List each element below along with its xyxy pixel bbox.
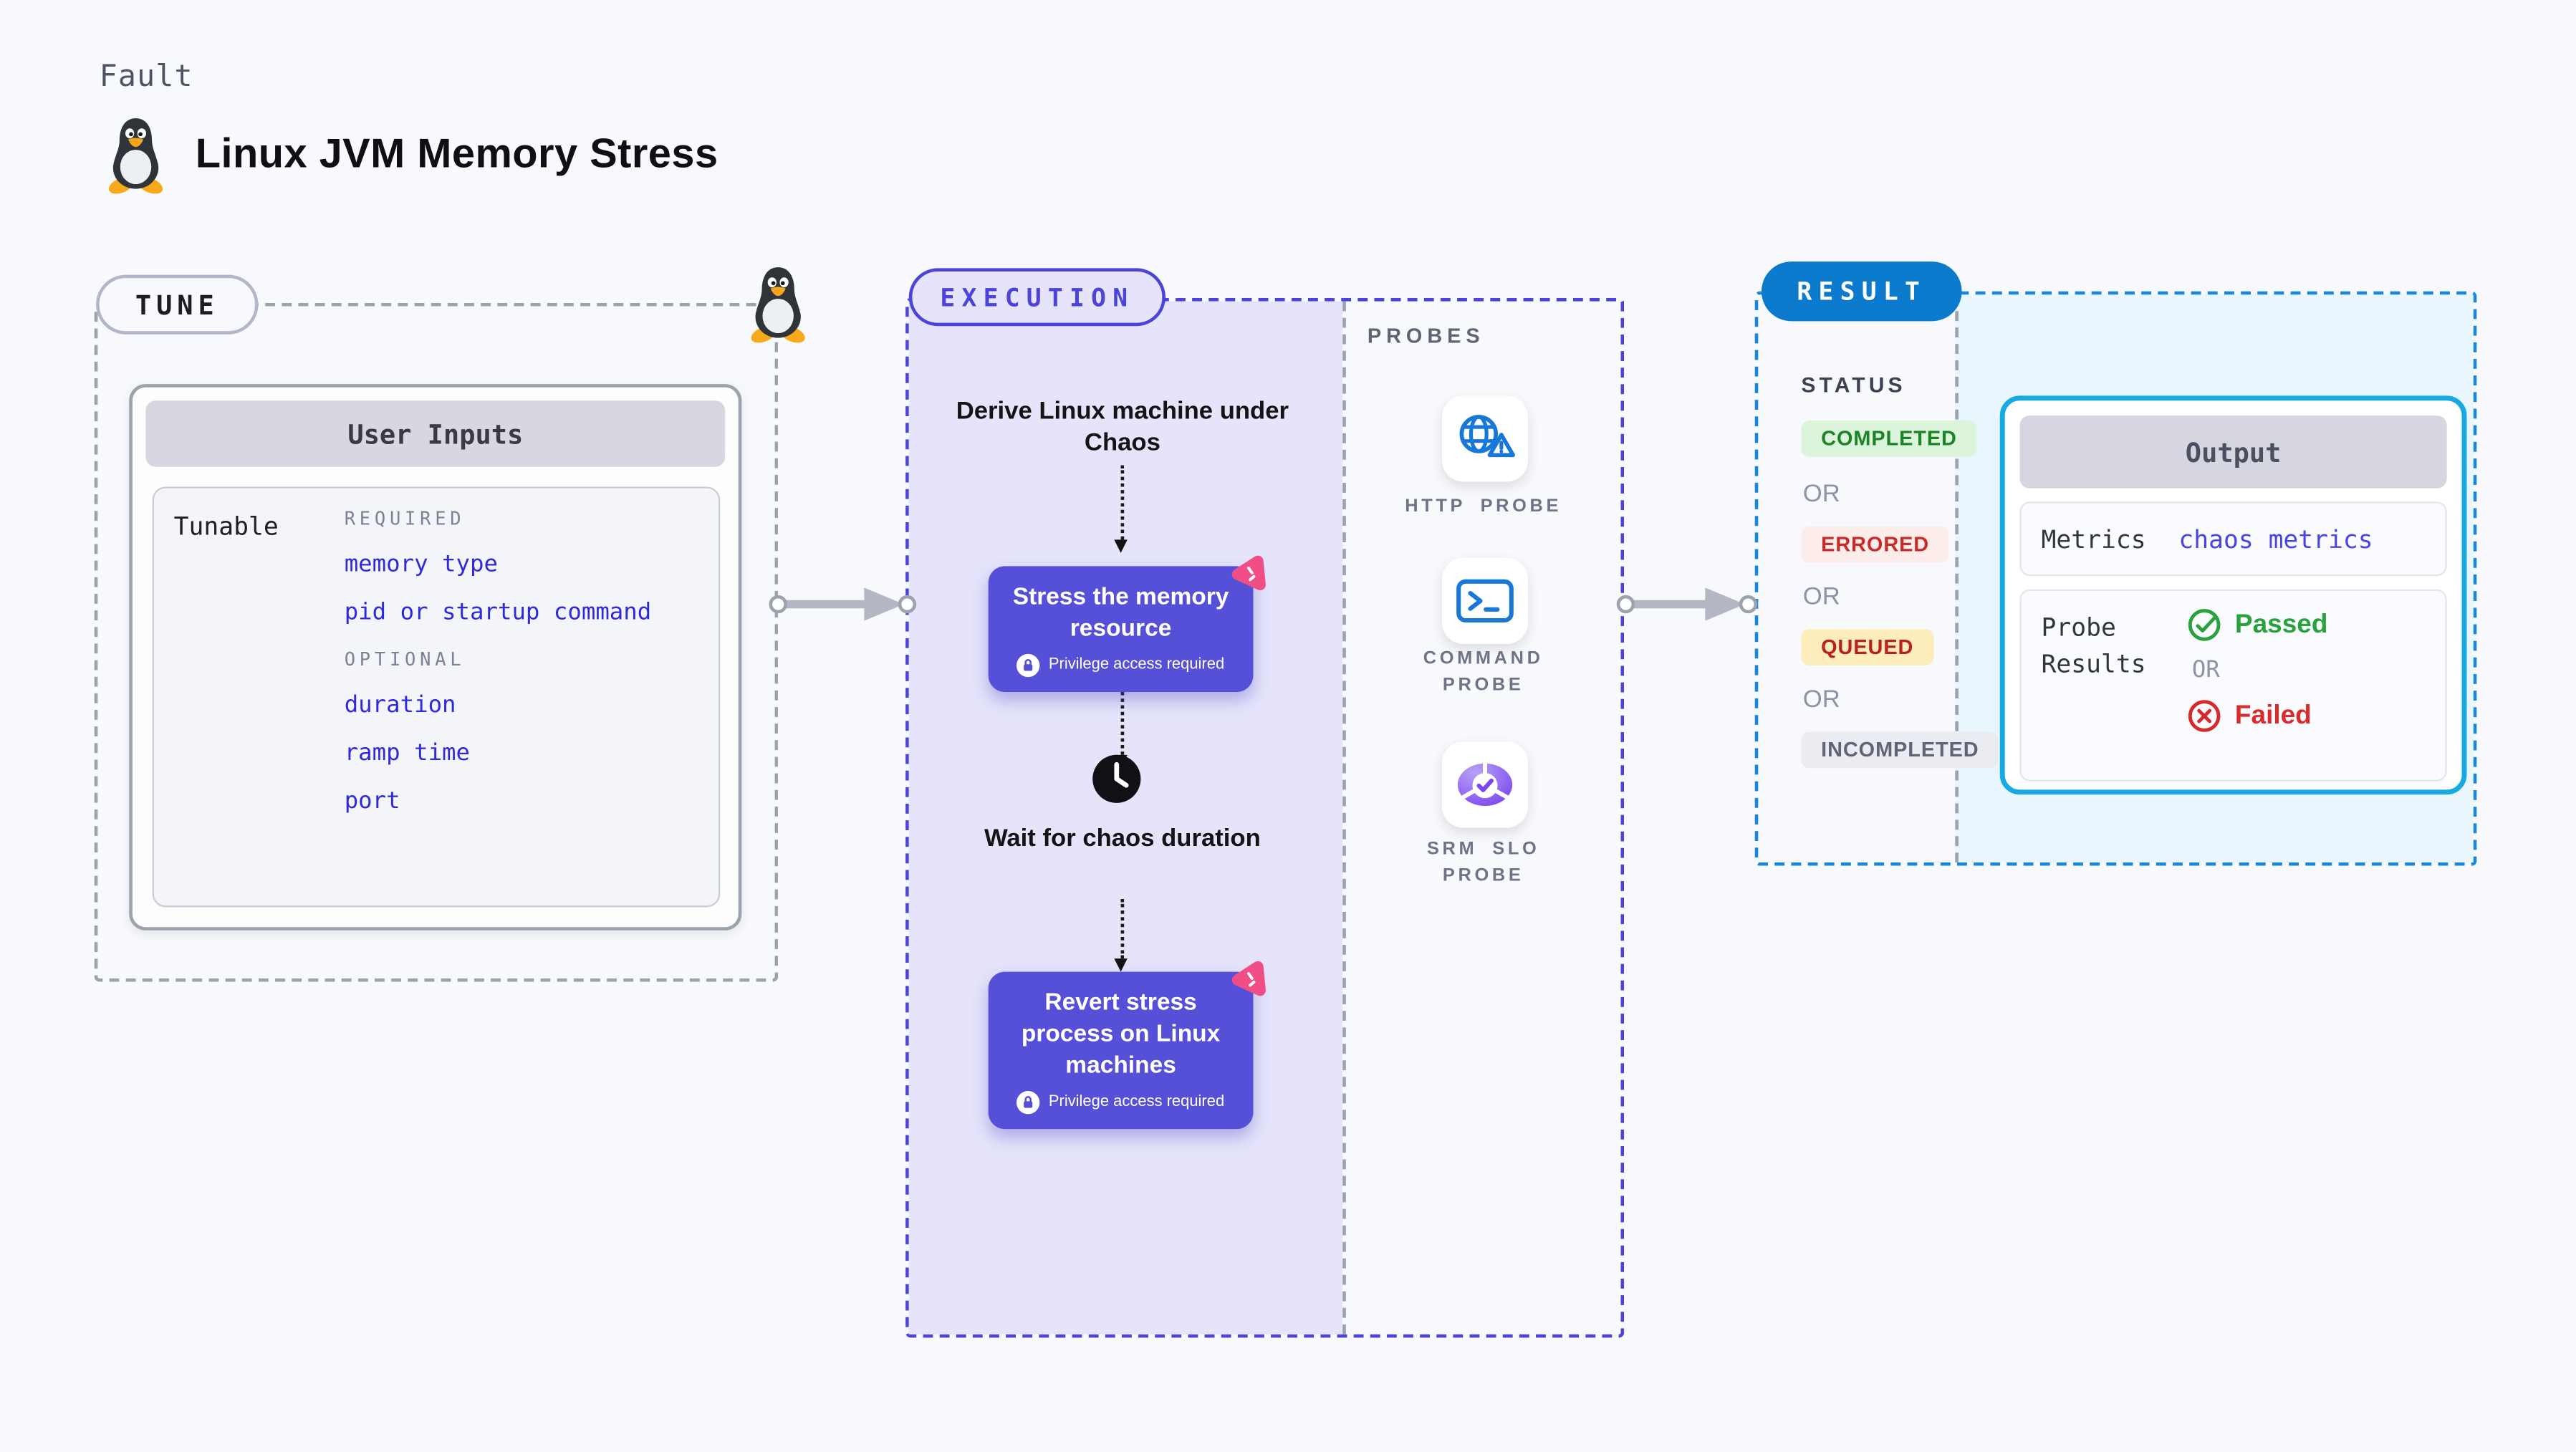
privilege-note-row: Privilege access required [989, 653, 1254, 677]
failed-text: Failed [2234, 701, 2312, 730]
step-wait-duration: Wait for chaos duration [984, 824, 1261, 853]
clock-icon [1092, 754, 1141, 803]
metrics-row: Metrics chaos metrics [2019, 501, 2447, 577]
user-inputs-header: User Inputs [145, 400, 726, 467]
tunable-panel: Tunable REQUIRED memory type pid or star… [152, 486, 721, 908]
or-label: OR [2191, 657, 2220, 684]
flow-arrow-2 [1114, 692, 1128, 769]
status-label: STATUS [1801, 372, 1906, 398]
stress-memory-card: Stress the memory resource Privilege acc… [988, 555, 1266, 692]
passed-text: Passed [2234, 610, 2328, 638]
tunable-label: Tunable [173, 511, 279, 542]
http-probe-tile [1441, 395, 1529, 482]
tux-penguin-icon [108, 118, 163, 194]
result-divider [1955, 294, 1959, 863]
probe-results-values: Passed OR Failed [2187, 591, 2328, 779]
srm-slo-probe-label: SRM SLO PROBE [1426, 839, 1540, 886]
step-derive-machine: Derive Linux machine under Chaos [956, 397, 1289, 457]
metrics-label: Metrics [2041, 524, 2146, 554]
litmus-chaos-icon [1231, 555, 1266, 591]
execution-flow-area [908, 301, 1343, 1335]
probes-label: PROBES [1367, 324, 1485, 348]
param-pid-or-startup-command: pid or startup command [344, 599, 652, 626]
or-label: OR [1802, 582, 1840, 611]
param-ramp-time: ramp time [344, 740, 471, 767]
or-label: OR [1802, 480, 1840, 509]
metrics-value: chaos metrics [2178, 524, 2373, 554]
status-badge-completed: COMPLETED [1801, 420, 1977, 457]
lock-icon [1017, 1090, 1041, 1114]
param-memory-type: memory type [344, 551, 498, 578]
flow-arrow-1 [1114, 465, 1128, 553]
tune-section-box [94, 302, 779, 982]
revert-stress-card: Revert stress process on Linux machines … [988, 961, 1266, 1129]
revert-stress-title: Revert stress process on Linux machines [1021, 990, 1221, 1080]
passed-item: Passed [2187, 607, 2328, 643]
command-probe-label: COMMAND PROBE [1423, 648, 1544, 696]
execution-section-box [905, 297, 1625, 1338]
probe-results-label: Probe Results [2041, 612, 2146, 678]
optional-label: OPTIONAL [344, 648, 466, 670]
fault-kicker: Fault [99, 59, 193, 95]
litmus-chaos-icon [1231, 961, 1266, 996]
tune-to-execution-arrow [769, 587, 917, 621]
slo-donut-check-icon [1457, 761, 1513, 807]
status-badge-incompleted: INCOMPLETED [1801, 731, 1999, 769]
execution-probes-divider [1342, 301, 1346, 1335]
execution-badge: EXECUTION [908, 268, 1166, 327]
page-title: Linux JVM Memory Stress [195, 130, 719, 178]
param-port: port [344, 788, 400, 815]
output-header: Output [2019, 415, 2447, 489]
privilege-note-text: Privilege access required [1048, 1092, 1225, 1111]
output-card: Output Metrics chaos metrics Probe Resul… [1999, 395, 2467, 795]
failed-item: Failed [2187, 698, 2328, 734]
srm-slo-probe-tile [1441, 741, 1529, 828]
or-label: OR [1802, 685, 1840, 714]
status-badge-queued: QUEUED [1801, 629, 1934, 666]
stress-memory-title: Stress the memory resource [1012, 584, 1229, 643]
globe-warning-icon [1459, 415, 1515, 458]
probe-results-row: Probe Results Passed OR Failed [2019, 589, 2447, 782]
page-title-row: Linux JVM Memory Stress [102, 116, 718, 194]
flow-arrow-3 [1114, 898, 1128, 972]
execution-to-result-arrow [1616, 587, 1758, 621]
result-badge: RESULT [1761, 261, 1962, 322]
terminal-icon [1456, 579, 1514, 623]
user-inputs-card: User Inputs Tunable REQUIRED memory type… [129, 384, 742, 931]
required-label: REQUIRED [344, 508, 466, 530]
tune-badge: TUNE [96, 274, 259, 335]
http-probe-label: HTTP PROBE [1405, 496, 1562, 517]
privilege-note-text: Privilege access required [1048, 655, 1225, 675]
command-probe-tile [1441, 557, 1529, 644]
param-duration: duration [344, 692, 456, 718]
x-circle-icon [2188, 700, 2221, 732]
tunable-params-list: REQUIRED memory type pid or startup comm… [345, 508, 652, 814]
check-circle-icon [2188, 609, 2221, 641]
tux-penguin-icon-small [749, 267, 808, 343]
lock-icon [1017, 653, 1041, 677]
privilege-note-row: Privilege access required [989, 1090, 1254, 1114]
status-badge-errored: ERRORED [1801, 526, 1949, 563]
